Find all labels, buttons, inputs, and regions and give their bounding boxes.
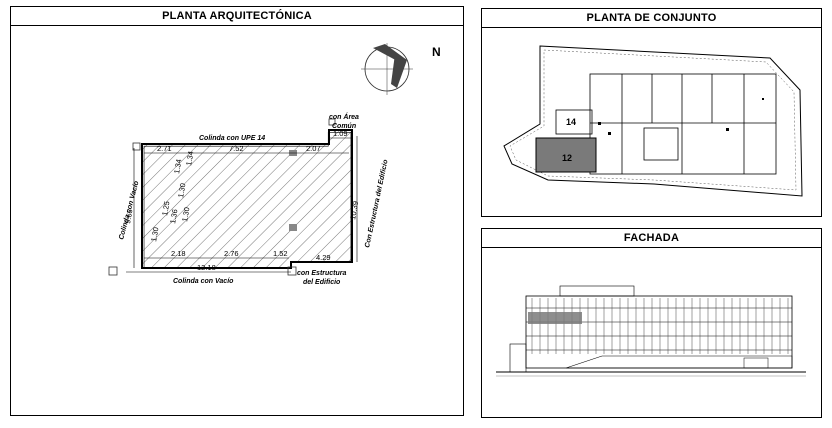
top-neighbor-label: Colinda con UPE 14 <box>199 135 265 142</box>
dim-bottom-right: 4.29 <box>316 253 331 262</box>
corner-marker <box>132 142 141 151</box>
north-arrow-icon <box>361 43 413 95</box>
dim-right: 10.39 <box>348 200 360 220</box>
bottom-neighbor-label: Colinda con Vacío <box>173 278 234 285</box>
facade-title: FACHADA <box>482 229 821 248</box>
right-neighbor-label: Con Estructura del Edificio <box>364 158 390 248</box>
dim-inner-6: 1.30 <box>180 206 191 222</box>
floor-plan-drawing: N Colinda con UPE 14 Colinda con Vacío c… <box>108 43 441 286</box>
dim-left: 9.63 <box>123 208 134 224</box>
corner-marker <box>328 118 336 126</box>
facade-unit-highlight <box>528 312 582 324</box>
site-plan-drawing: 14 12 <box>503 45 803 197</box>
facade-building <box>525 295 793 369</box>
dim-bottom-c: 1.52 <box>273 249 288 258</box>
dim-bottom-total: 12.18 <box>197 263 216 272</box>
facade-drawing <box>496 285 806 377</box>
unit-14-label: 14 <box>566 117 576 127</box>
dim-inner-4: 1.30 <box>149 226 160 242</box>
common-area-label-2: Común <box>332 123 356 130</box>
dim-inner-5: 1.34 <box>184 150 195 166</box>
unit-12-highlight <box>535 137 597 173</box>
dim-top-left: 2.71 <box>157 144 172 153</box>
dim-bottom-a: 2.18 <box>171 249 186 258</box>
bottom-right-label-1: con Estructura <box>297 270 347 277</box>
dim-inner-3: 1.25 <box>160 200 171 216</box>
bottom-right-label-2: del Edificio <box>303 279 341 286</box>
site-plan-title: PLANTA DE CONJUNTO <box>482 9 821 28</box>
facade-panel: FACHADA <box>481 228 822 418</box>
corner-marker <box>287 266 297 276</box>
dim-inner-1: 1.34 <box>172 158 183 174</box>
dim-inner-7: 1.36 <box>168 208 179 224</box>
unit-12-label: 12 <box>562 153 572 163</box>
site-plan-panel: PLANTA DE CONJUNTO 14 12 <box>481 8 822 217</box>
corner-marker <box>108 266 118 276</box>
dim-top-mid: 7.52 <box>229 144 244 153</box>
north-label: N <box>432 45 441 59</box>
floor-plan-panel: PLANTA ARQUITECTÓNICA N <box>10 6 464 416</box>
common-area-label-1: con Área <box>329 112 359 121</box>
dim-bottom-b: 2.76 <box>224 249 239 258</box>
dim-notch: 1.09 <box>333 129 348 138</box>
floor-plan-title: PLANTA ARQUITECTÓNICA <box>11 7 463 26</box>
dim-inner-2: 1.30 <box>176 182 187 198</box>
dimension-lines <box>126 136 358 273</box>
dim-top-right: 2.07 <box>306 144 321 153</box>
column-marker <box>289 224 297 231</box>
unit-floor-outline <box>141 129 353 269</box>
